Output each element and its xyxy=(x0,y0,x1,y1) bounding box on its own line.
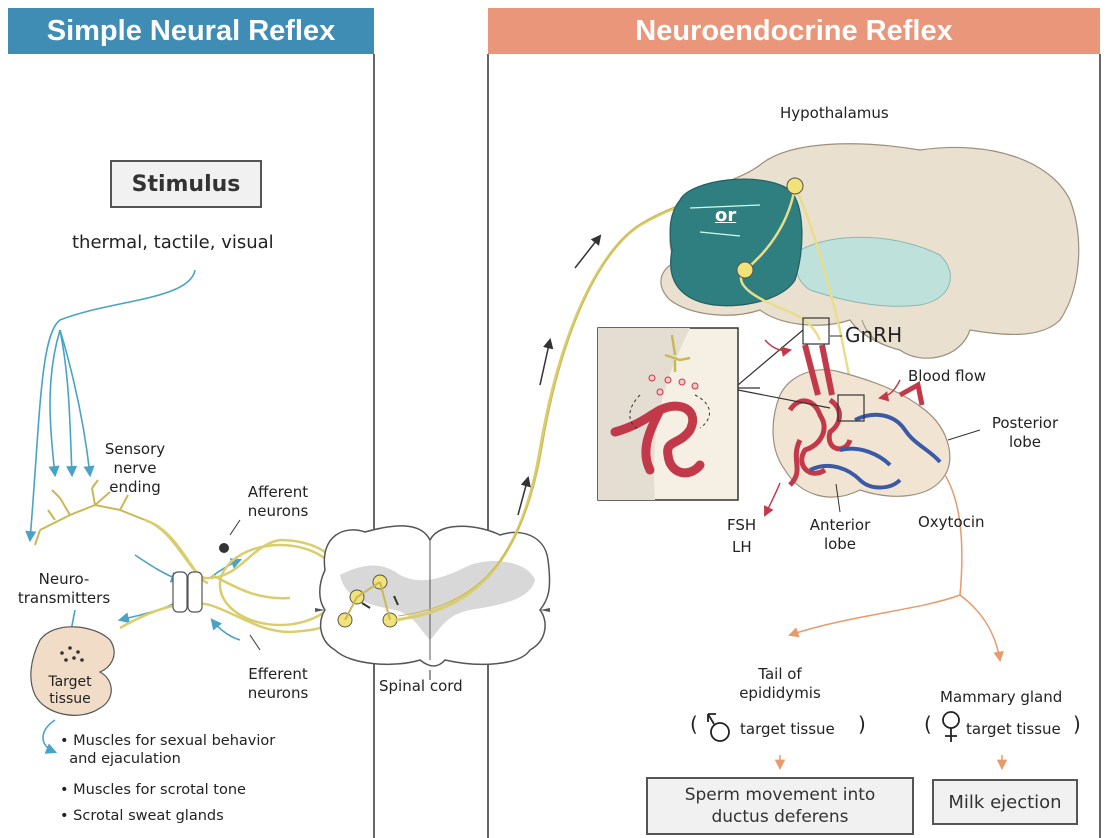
hypothalamus-label: Hypothalamus xyxy=(780,104,889,123)
fsh-label: FSH xyxy=(727,516,756,535)
female-paren-close: ) xyxy=(1073,715,1081,734)
posterior-lobe-label-2: lobe xyxy=(975,433,1075,452)
bullet-muscles-sexual: • Muscles for sexual behavior and ejacul… xyxy=(60,732,275,768)
target-tissue-label-2: tissue xyxy=(40,690,100,709)
female-symbol-icon xyxy=(943,712,959,728)
sperm-movement-box: Sperm movement into ductus deferens xyxy=(646,777,914,835)
posterior-lobe-label-1: Posterior xyxy=(975,414,1075,433)
afferent-label-1: Afferent xyxy=(238,483,318,502)
milk-ejection-box: Milk ejection xyxy=(932,779,1078,825)
tail-label-1: Tail of xyxy=(720,665,840,684)
bullet-muscles-scrotal: • Muscles for scrotal tone xyxy=(60,781,246,799)
right-panel-title: Neuroendocrine Reflex xyxy=(488,8,1100,54)
mammary-gland-label: Mammary gland xyxy=(940,688,1062,707)
efferent-label-2: neurons xyxy=(238,684,318,703)
nerve-sheath-right xyxy=(188,572,202,612)
male-symbol-icon xyxy=(711,723,729,741)
oxytocin-label: Oxytocin xyxy=(918,513,985,532)
sperm-movement-line-1: Sperm movement into xyxy=(685,784,876,806)
nerve-sheath-left xyxy=(173,572,187,612)
stimulus-types-label: thermal, tactile, visual xyxy=(72,233,274,252)
spinal-cord-label: Spinal cord xyxy=(379,677,463,696)
neuron-cell-1 xyxy=(787,178,803,194)
gnrh-label: GnRH xyxy=(845,326,902,345)
ascending-arrows xyxy=(518,236,600,515)
sensory-label-2: nerve xyxy=(100,459,170,478)
efferent-label-1: Efferent xyxy=(238,665,318,684)
left-panel-title: Simple Neural Reflex xyxy=(8,8,374,54)
bullet-sweat-glands: • Scrotal sweat glands xyxy=(60,807,224,825)
male-paren-open: ( xyxy=(690,715,698,734)
neurotransmitters-label-2: transmitters xyxy=(14,589,114,608)
neurotransmitters-label-1: Neuro- xyxy=(14,570,114,589)
female-paren-open: ( xyxy=(924,715,932,734)
blood-flow-label: Blood flow xyxy=(908,367,986,386)
male-paren-close: ) xyxy=(858,715,866,734)
tail-label-2: epididymis xyxy=(720,684,840,703)
sensory-label-3: ending xyxy=(100,478,170,497)
anterior-lobe-label-2: lobe xyxy=(795,535,885,554)
anterior-lobe-label-1: Anterior xyxy=(795,516,885,535)
afferent-label-2: neurons xyxy=(238,502,318,521)
sensory-label-1: Sensory xyxy=(100,440,170,459)
neuron-cell-2 xyxy=(737,262,753,278)
stimulus-box: Stimulus xyxy=(110,160,262,208)
sperm-movement-line-2: ductus deferens xyxy=(711,806,848,828)
male-target-label: target tissue xyxy=(740,720,835,739)
lh-label: LH xyxy=(732,538,752,557)
or-label: or xyxy=(715,206,736,225)
ganglion-cell xyxy=(219,543,229,553)
female-target-label: target tissue xyxy=(966,720,1061,739)
